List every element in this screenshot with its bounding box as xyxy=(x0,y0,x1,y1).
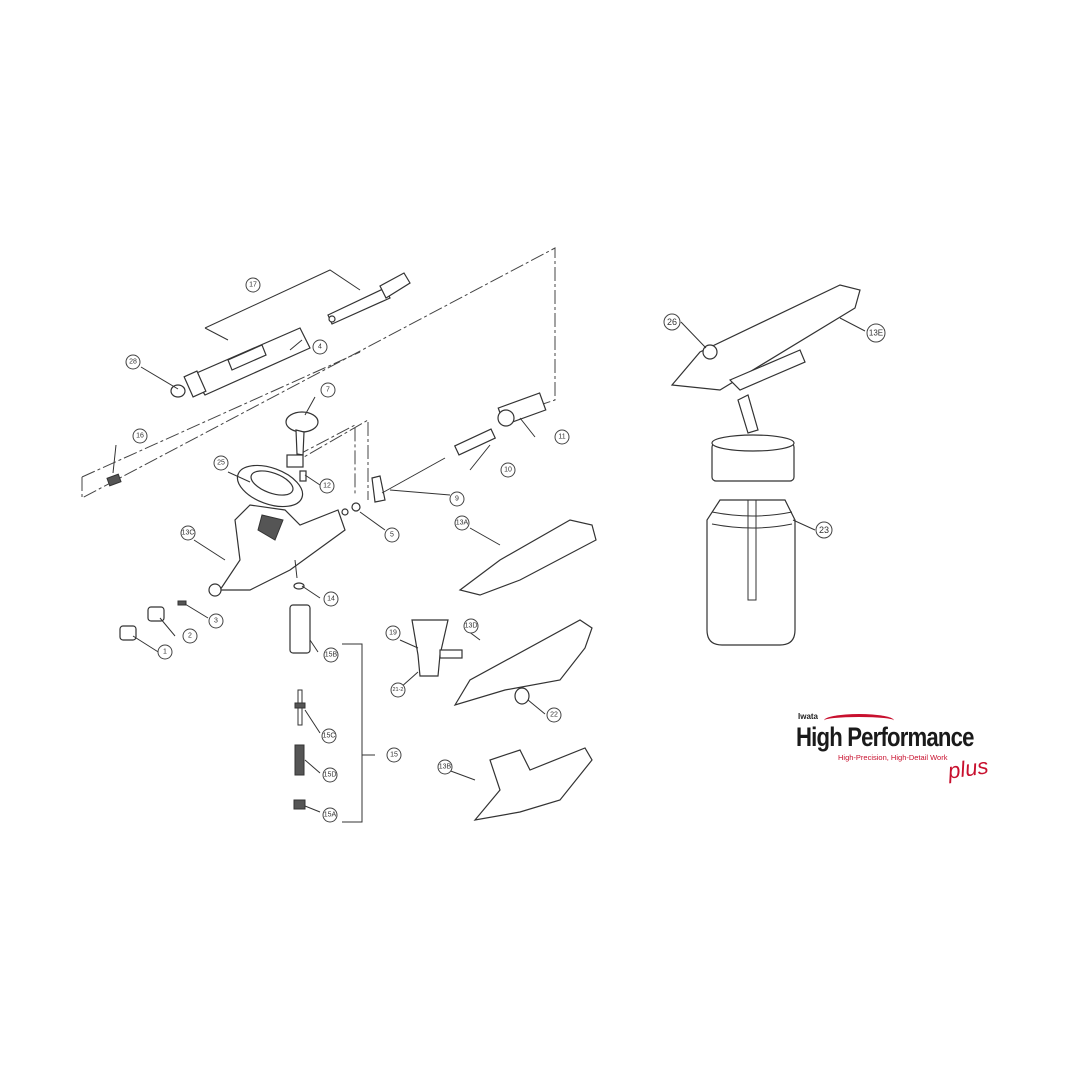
callout-label: 11 xyxy=(558,434,565,441)
leader-lines xyxy=(112,317,866,813)
callout-label: 13B xyxy=(439,764,452,771)
callout-label: 13E xyxy=(869,329,883,338)
callout-label: 5 xyxy=(390,532,394,539)
part-22 xyxy=(514,687,530,705)
callout-label: 12 xyxy=(323,483,331,490)
callout-1: 1 xyxy=(157,644,173,660)
callout-label: 25 xyxy=(217,460,225,467)
callout-14: 14 xyxy=(323,591,339,607)
callout-4: 4 xyxy=(312,339,328,355)
callout-label: 2 xyxy=(188,633,192,640)
handle-part-17 xyxy=(327,272,411,325)
callout-label: 15 xyxy=(390,752,398,759)
callout-label: 15C xyxy=(323,733,336,740)
callout-label: 1 xyxy=(163,649,167,656)
logo-title: High Performance xyxy=(796,722,974,752)
callout-label: 13A xyxy=(456,520,469,527)
logo-brand: Iwata xyxy=(798,712,819,721)
callout-label: 26 xyxy=(667,317,677,327)
callout-19: 19 xyxy=(385,625,401,641)
cup-lid-25 xyxy=(236,464,304,508)
callout-9: 9 xyxy=(449,491,465,507)
callout-2: 2 xyxy=(182,628,198,644)
callout-15: 15 xyxy=(386,747,402,763)
trigger-button-7 xyxy=(285,411,319,482)
needle-parts xyxy=(341,392,547,516)
callout-11: 11 xyxy=(554,429,570,445)
assembly-guide-lines xyxy=(81,247,556,500)
callout-10: 10 xyxy=(500,462,516,478)
callout-17: 17 xyxy=(245,277,261,293)
callout-label: 13D xyxy=(465,623,478,630)
callout-15B: 15B xyxy=(323,647,339,663)
callout-label: 3 xyxy=(214,618,218,625)
air-valve-15 xyxy=(289,582,375,823)
nozzle-caps xyxy=(119,600,187,641)
callout-13B: 13B xyxy=(437,759,453,775)
bottle-23 xyxy=(706,434,796,646)
callout-15D: 15D xyxy=(322,767,338,783)
callout-label: 15A xyxy=(324,812,337,819)
callout-21: 21-2 xyxy=(390,682,406,698)
callout-label: 19 xyxy=(389,630,397,637)
callout-label: 28 xyxy=(129,359,137,366)
callout-label: 22 xyxy=(550,712,558,719)
callout-label: 7 xyxy=(326,387,330,394)
callout-5: 5 xyxy=(384,527,400,543)
callout-15C: 15C xyxy=(321,728,337,744)
callout-label: 9 xyxy=(455,496,459,503)
airbrush-body-13A xyxy=(458,519,597,596)
callout-26: 26 xyxy=(663,313,681,331)
callout-label: 13C xyxy=(182,530,195,537)
logo-swoosh xyxy=(824,714,894,727)
logo-tagline: High-Precision, High-Detail Work xyxy=(838,753,948,762)
callout-label: 23 xyxy=(819,525,829,535)
part-16 xyxy=(106,473,122,487)
airbrush-body-13E xyxy=(670,284,861,434)
callout-13E: 13E xyxy=(866,323,886,343)
airbrush-body-13D xyxy=(453,619,593,707)
callout-label: 4 xyxy=(318,344,322,351)
callout-label: 14 xyxy=(327,596,335,603)
airbrush-body-13B xyxy=(473,747,593,821)
callout-label: 15B xyxy=(325,652,338,659)
callout-7: 7 xyxy=(320,382,336,398)
callout-13C: 13C xyxy=(180,525,196,541)
callout-15A: 15A xyxy=(322,807,338,823)
callout-23: 23 xyxy=(815,521,833,539)
callout-13D: 13D xyxy=(463,618,479,634)
callout-22: 22 xyxy=(546,707,562,723)
callout-3: 3 xyxy=(208,613,224,629)
callout-label: 17 xyxy=(249,282,257,289)
side-cup-19 xyxy=(411,619,463,677)
callout-12: 12 xyxy=(319,478,335,494)
handle-part-4 xyxy=(170,327,311,398)
callout-25: 25 xyxy=(213,455,229,471)
callout-16: 16 xyxy=(132,428,148,444)
callout-28: 28 xyxy=(125,354,141,370)
callout-label: 10 xyxy=(504,467,512,474)
callout-label: 16 xyxy=(136,433,144,440)
logo-plus: plus xyxy=(946,753,990,784)
callout-label: 15D xyxy=(324,772,337,779)
callout-13A: 13A xyxy=(454,515,470,531)
callout-label: 21-2 xyxy=(392,687,403,693)
airbrush-body-13C xyxy=(208,504,346,597)
